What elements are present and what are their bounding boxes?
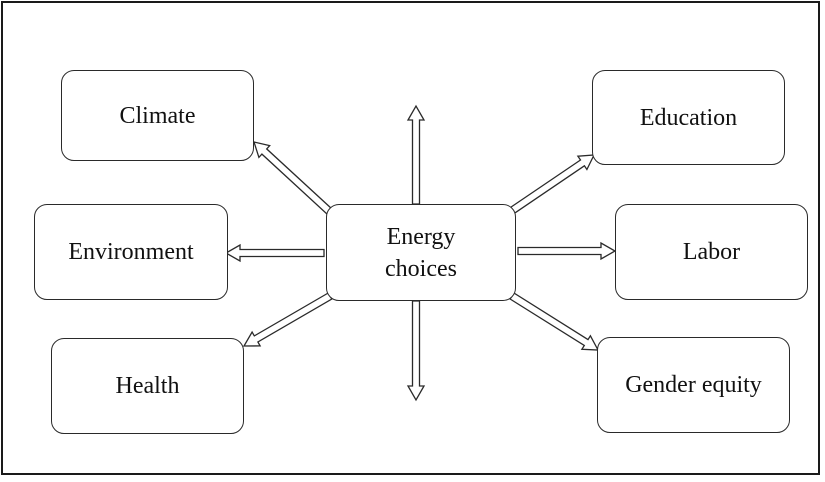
node-environment: Environment (34, 204, 228, 300)
node-labor-label: Labor (682, 239, 741, 265)
node-health: Health (51, 338, 244, 434)
arrow-to-climate (253, 141, 334, 216)
node-gender-equity-label: Gender equity (625, 372, 762, 398)
arrow-up (406, 104, 426, 205)
node-gender-equity: Gender equity (597, 337, 790, 433)
node-education: Education (592, 70, 785, 165)
node-environment-label: Environment (68, 239, 194, 265)
node-education-label: Education (639, 104, 738, 131)
arrow-to-health (242, 292, 333, 347)
arrow-to-education (507, 154, 596, 216)
arrow-to-labor (517, 241, 617, 261)
center-node-energy-choices: Energy choices (326, 204, 516, 301)
node-labor: Labor (615, 204, 808, 300)
arrow-to-environment (224, 243, 325, 263)
arrow-down (406, 300, 426, 402)
node-climate-label: Climate (119, 102, 196, 129)
node-climate: Climate (61, 70, 254, 161)
center-node-label: Energy choices (385, 223, 457, 282)
arrow-to-gender-equity (509, 292, 600, 351)
node-health-label: Health (115, 373, 180, 399)
